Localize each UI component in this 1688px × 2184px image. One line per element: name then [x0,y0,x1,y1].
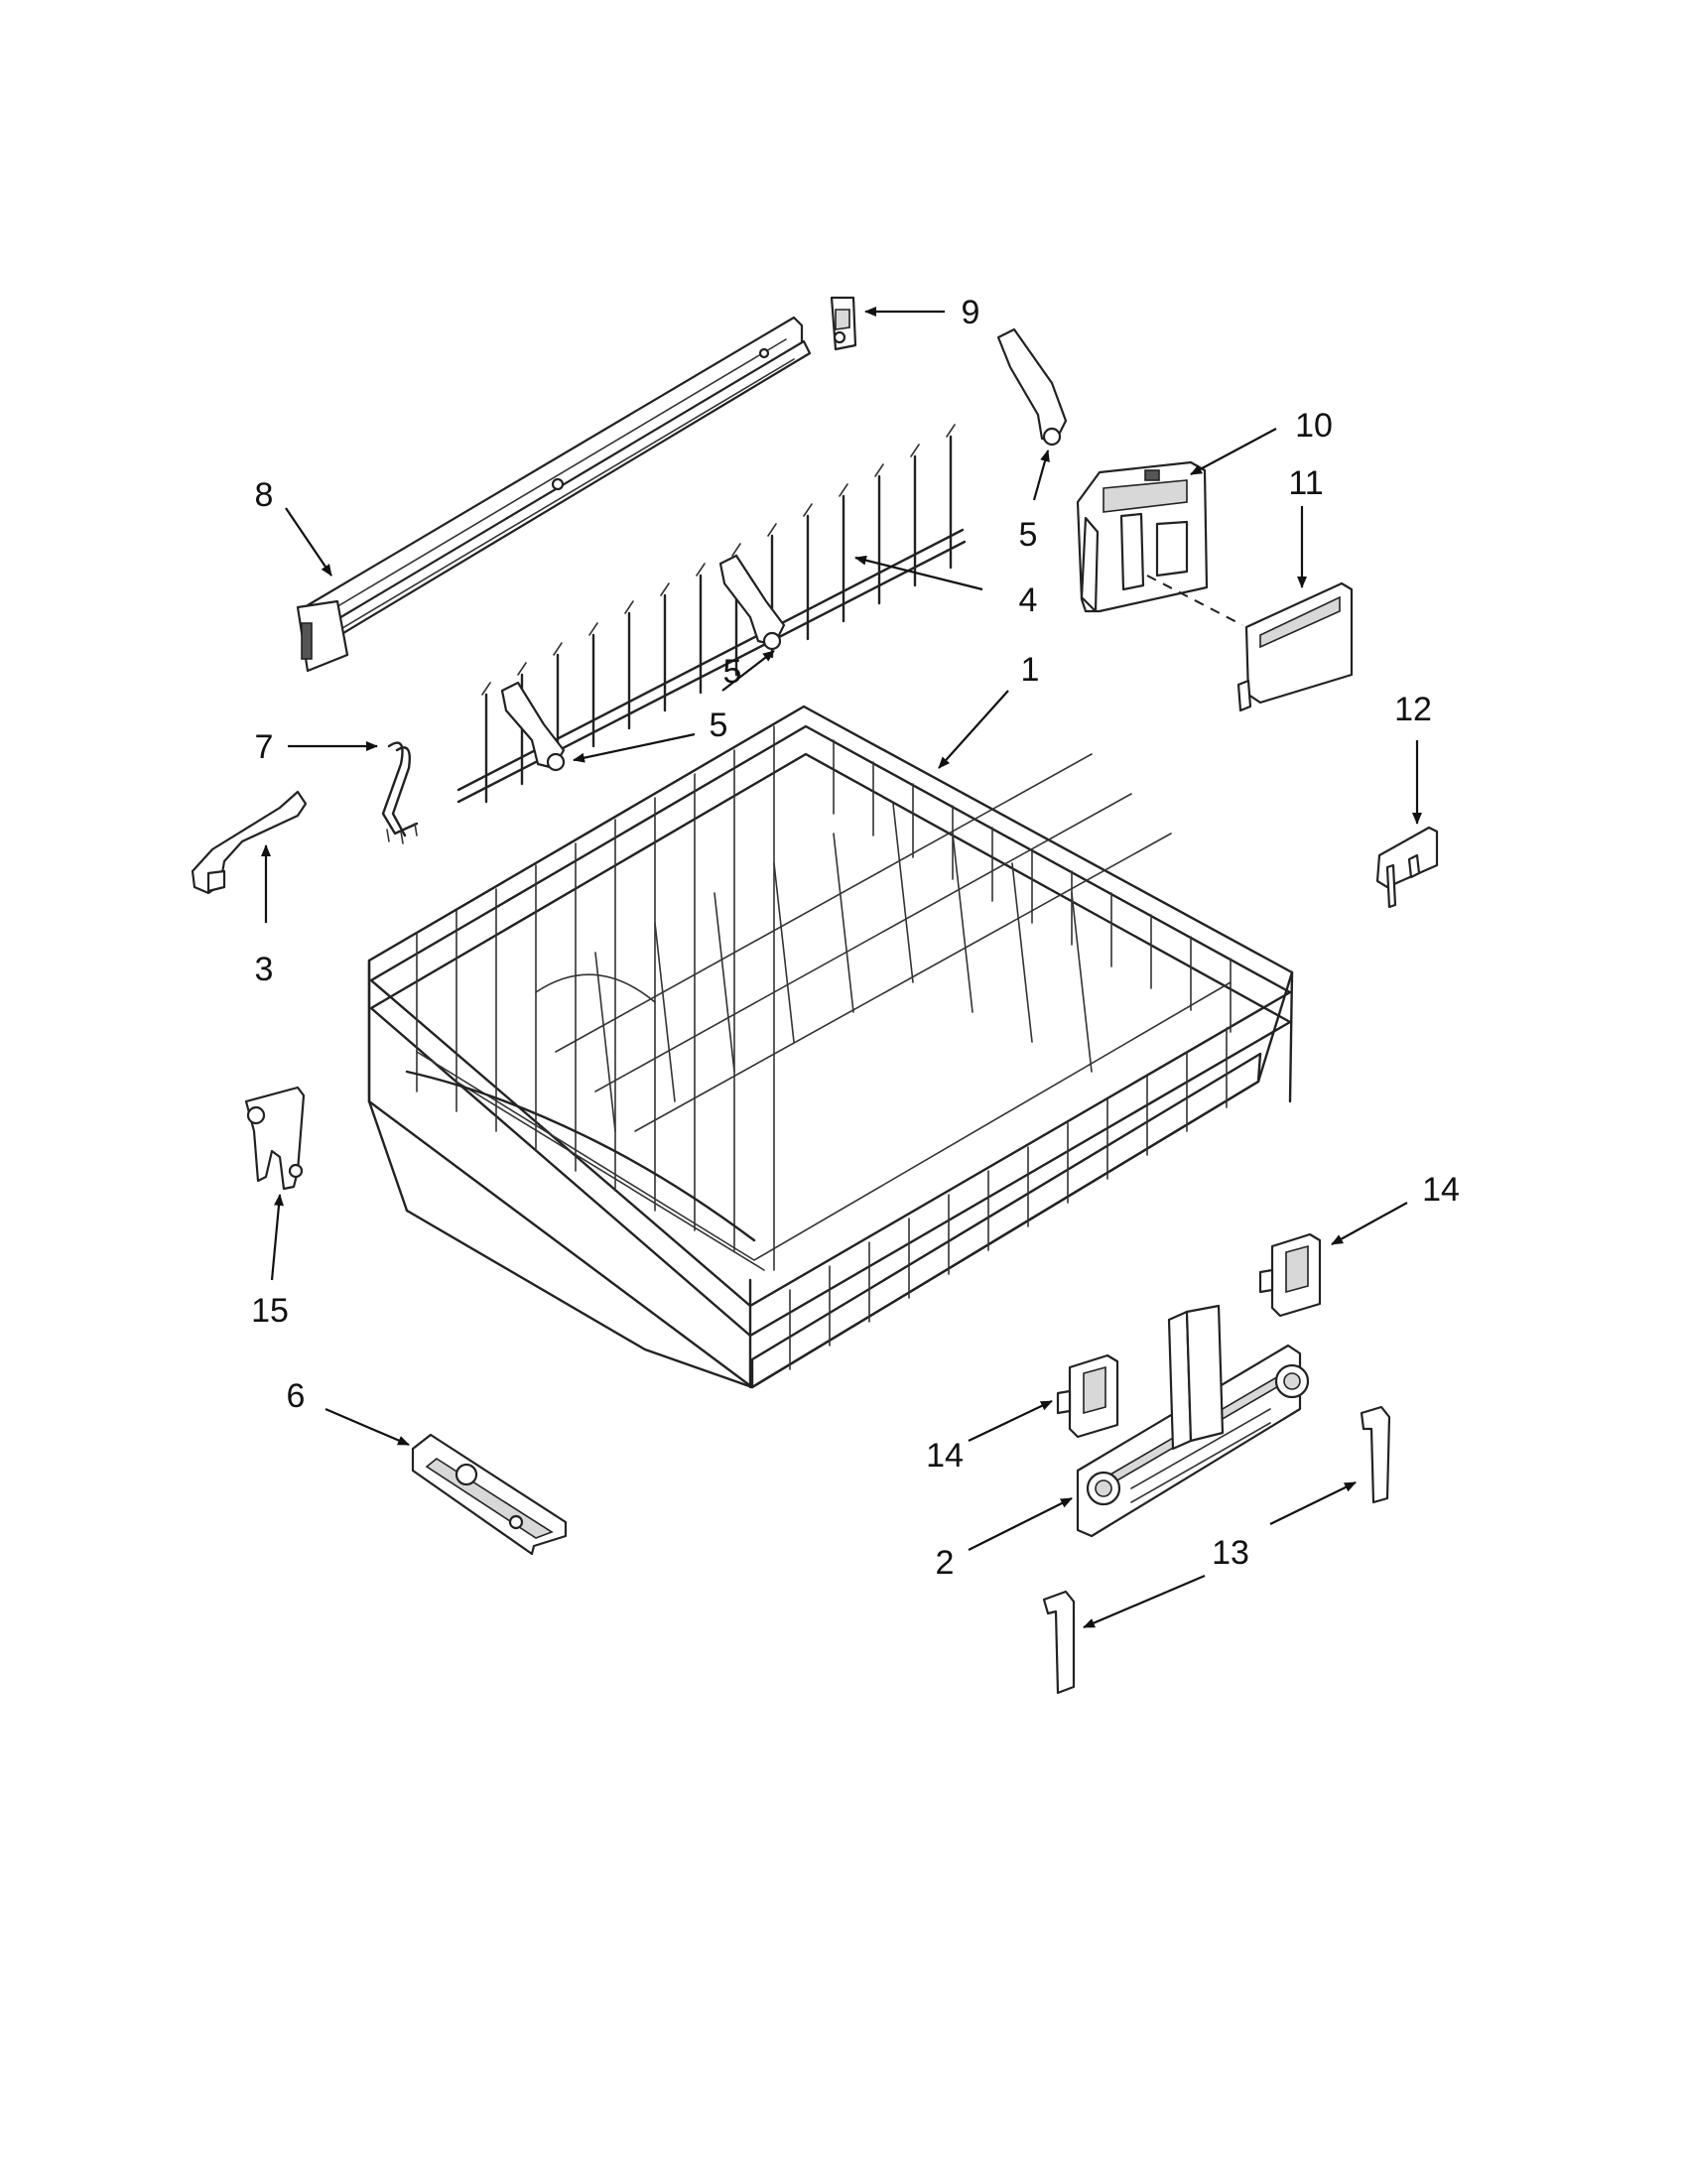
leader-6 [325,1407,410,1447]
part-5-tine-clip-middle [718,554,786,651]
leader-5-middle [721,650,775,692]
leader-11 [1190,428,1277,475]
callout-3: 3 [255,951,274,988]
callout-6: 6 [287,1377,306,1415]
callout-4: 4 [1019,581,1038,619]
callout-7: 7 [255,728,274,766]
part-8-rack-rail [296,316,812,673]
callout-5-middle: 5 [723,653,742,691]
part-12-adjuster-cover [1236,581,1354,712]
callout-8: 8 [255,476,274,514]
part-13-leg-left [1042,1590,1076,1695]
leader-2 [968,1497,1073,1551]
callout-5-lower: 5 [710,707,728,744]
part-14-clip-lower [1056,1353,1119,1439]
leader-5-upper [1032,450,1050,501]
part-5-tine-clip-upper [996,327,1068,447]
part-9-rail-end-cap [830,296,857,351]
part-5-tine-clip-lower [500,681,566,772]
leader-1 [938,690,1009,769]
callout-labels: 9 8 5 10 11 4 1 5 7 12 3 14 15 6 14 2 13… [251,294,1460,1582]
part-6-tray [411,1433,568,1556]
callout-12: 11 [1288,464,1323,502]
part-3-latch [191,790,308,895]
leader-4 [854,555,983,591]
part-2-adjuster-assembly [1076,1304,1310,1538]
assembly-line-11-12 [1146,575,1243,626]
leader-14-upper [1331,1202,1408,1245]
callout-9: 9 [962,294,980,331]
leader-13-right [1269,1481,1357,1525]
part-15-bracket [244,1086,306,1191]
leader-13-left [1083,1574,1206,1629]
leader-arrows [261,307,1422,1629]
part-13-leg-right [1360,1405,1391,1504]
callout-5-upper: 5 [1019,516,1038,554]
callout-14-lower: 14 [926,1437,964,1475]
leader-8 [285,507,332,577]
callout-1: 1 [1021,651,1040,689]
callout-11: 10 [1295,407,1333,445]
callout-10: 12 [1394,691,1432,728]
callout-14-upper: 14 [1422,1171,1460,1209]
part-7-spring [381,741,419,844]
part-11-adjuster-housing [1076,460,1209,613]
leader-5-lower [573,732,696,763]
part-10-clip [1375,826,1439,909]
part-1-dishrack [367,705,1294,1389]
callout-13: 13 [1212,1534,1249,1572]
leader-14-lower [968,1400,1053,1442]
part-14-clip-upper [1258,1232,1322,1318]
leader-15 [270,1194,284,1281]
callout-15: 15 [251,1292,289,1330]
callout-2: 2 [936,1544,955,1582]
